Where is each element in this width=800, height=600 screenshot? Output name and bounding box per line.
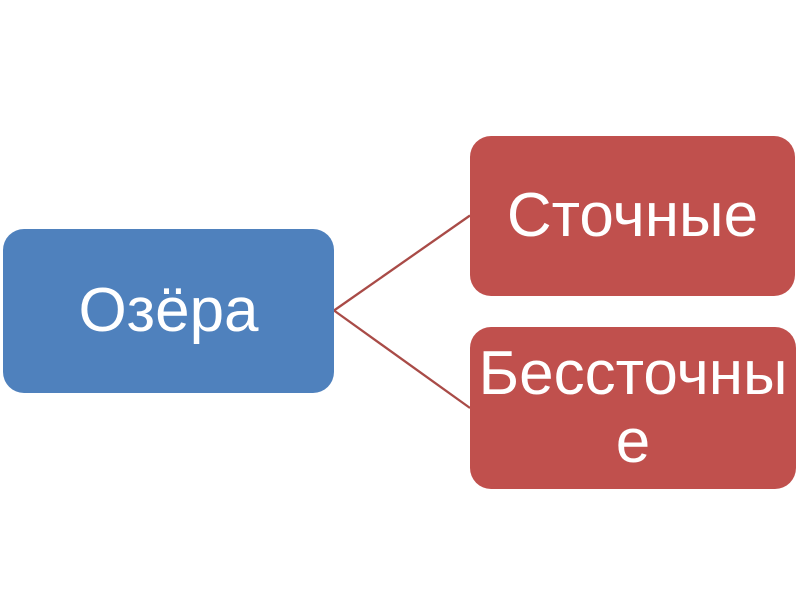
connector-line-top (333, 214, 471, 312)
child-node-endorheic-label: Бессточные (478, 338, 788, 476)
root-node-lakes: Озёра (3, 229, 334, 393)
root-node-label: Озёра (78, 275, 259, 345)
child-node-drainage-label: Сточные (506, 180, 759, 250)
connector-line-bottom (333, 309, 471, 409)
child-node-endorheic: Бессточные (470, 327, 796, 489)
child-node-drainage: Сточные (470, 136, 795, 296)
